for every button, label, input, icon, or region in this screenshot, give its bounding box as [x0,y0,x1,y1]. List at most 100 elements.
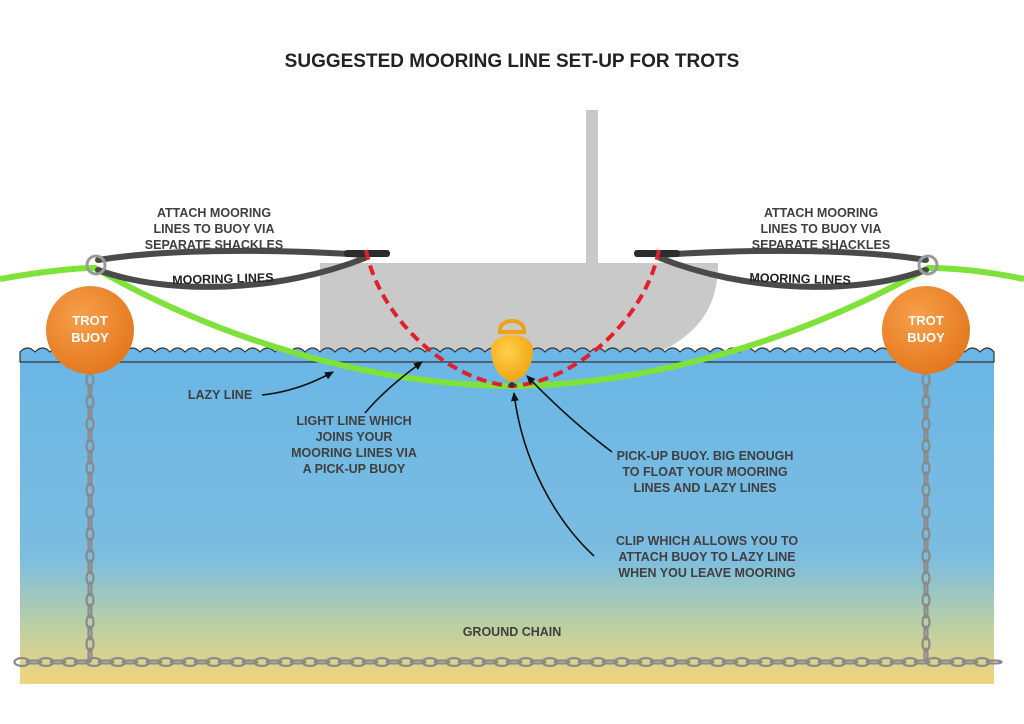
ground-chain-label: GROUND CHAIN [463,625,562,639]
chain-link [697,659,715,665]
arrow-clip [510,392,595,557]
chain-link [541,656,559,668]
attach-left-line-1: ATTACH MOORING [157,206,271,220]
chain-link [373,656,391,668]
chain-link [85,656,103,668]
chain-link [25,659,43,665]
chain-link [745,659,763,665]
chain-link [445,656,463,668]
chain-link [349,656,367,668]
chain-link [733,656,751,668]
chain-link [889,659,907,665]
chain-link [505,659,523,665]
chain-link [757,656,775,668]
chain-link [13,656,31,668]
chain-link [793,659,811,665]
water [20,352,994,684]
chain-link [937,659,955,665]
chain-link [277,656,295,668]
chain-link [973,656,991,668]
trot-buoy-left-label-1: TROT [72,313,107,328]
trot-buoy-right-label-2: BUOY [907,330,945,345]
chain-link [61,656,79,668]
chain-link [493,656,511,668]
clip-label-2: ATTACH BUOY TO LAZY LINE [618,550,795,564]
chain-link [265,659,283,665]
chain-link [205,656,223,668]
chain-link [37,656,55,668]
chain-link [805,656,823,668]
chain-link [517,656,535,668]
chain-link [313,659,331,665]
chain-link [961,659,979,665]
chain-link [433,659,451,665]
chain-link [87,559,93,575]
chain-link [229,656,247,668]
chain-link [923,493,929,509]
chain-link [613,656,631,668]
light-line-label-2: JOINS YOUR [316,430,393,444]
chain-link [87,603,93,619]
chain-link [337,659,355,665]
chain-link [841,659,859,665]
chain-link [923,537,929,553]
chain-link [923,603,929,619]
chain-link [481,659,499,665]
chain-link [397,656,415,668]
chain-link [685,656,703,668]
arrow-pickup-buoy [526,375,613,453]
pickup-buoy-label-2: TO FLOAT YOUR MOORING [622,465,787,479]
chain-link [87,471,93,487]
chain-link [87,537,93,553]
chain-link [913,659,931,665]
chain-link [421,656,439,668]
chain-link [361,659,379,665]
mooring-lines-label-left: MOORING LINES [172,271,274,288]
diagram-title: SUGGESTED MOORING LINE SET-UP FOR TROTS [285,51,740,72]
arrow-lazy-line [261,371,334,396]
chain-link [157,656,175,668]
chain-link [241,659,259,665]
chain-link [853,656,871,668]
shackle-right [917,254,939,276]
attach-right-line-2: LINES TO BUOY VIA [760,222,881,236]
chain-link [553,659,571,665]
chain-link [661,656,679,668]
chain-link [923,515,929,531]
chain-link [565,656,583,668]
chain-link [169,659,187,665]
shackle-left [85,254,107,276]
chain-link [649,659,667,665]
chain-link [301,656,319,668]
chain-link [409,659,427,665]
chain-link [87,625,93,641]
chain-link [181,656,199,668]
chain-link [877,656,895,668]
chain-link [601,659,619,665]
trot-buoy-left: TROT BUOY [46,286,134,374]
chain-link [637,656,655,668]
chain-link [589,656,607,668]
chain-link [923,625,929,641]
chain-link [901,656,919,668]
trot-buoy-left-label-2: BUOY [71,330,109,345]
chain-link [721,659,739,665]
chain-link [289,659,307,665]
chain-link [87,383,93,399]
chain-link [87,405,93,421]
chain-link [949,656,967,668]
chain-link [193,659,211,665]
chain-link [87,581,93,597]
chain-link [97,659,115,665]
chain-link [817,659,835,665]
pickup-buoy-label-3: LINES AND LAZY LINES [633,481,776,495]
chain-link [865,659,883,665]
chain-link [923,405,929,421]
chain-link [87,427,93,443]
trot-buoy-chain-left [85,372,95,663]
boat-mast [586,110,598,268]
chain-link [923,449,929,465]
chain-link [109,656,127,668]
boat-hull [320,263,718,352]
chain-link [673,659,691,665]
